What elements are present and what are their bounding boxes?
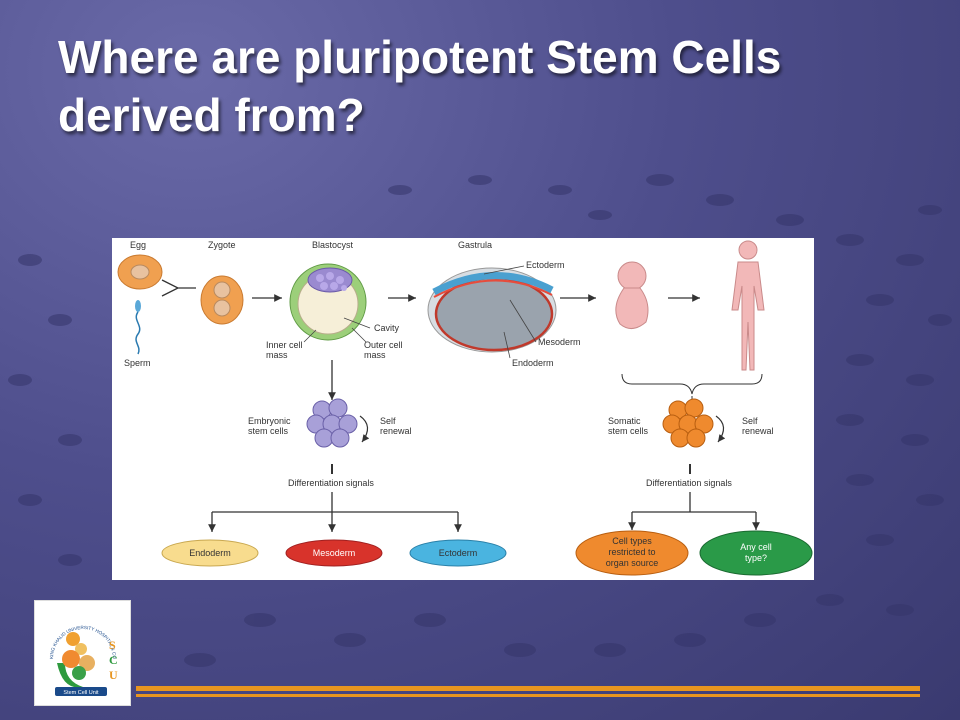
label-endoderm-layer: Endoderm [512, 358, 554, 368]
outcome-mesoderm: Mesoderm [285, 539, 383, 567]
outcome-any-1: Any cell [740, 542, 772, 552]
stem-cell-unit-logo: KING KHALID UNIVERSITY HOSPITAL & COLLEG… [33, 597, 131, 706]
fetus-illustration [615, 261, 649, 329]
logo-letter-s: S [109, 638, 116, 652]
outcome-restricted-1: Cell types [612, 536, 652, 546]
outcome-restricted-cell-types: Cell types restricted to organ source [575, 530, 689, 576]
label-cavity: Cavity [374, 323, 400, 333]
sperm-cell [135, 300, 141, 355]
label-ectoderm-layer: Ectoderm [526, 260, 565, 270]
outcome-endoderm: Endoderm [161, 539, 259, 567]
label-egg: Egg [130, 240, 146, 250]
outcome-restricted-2: restricted to [608, 547, 655, 557]
label-diff-signals-right: Differentiation signals [646, 478, 732, 488]
logo-letter-u: U [109, 668, 118, 682]
label-self-renewal-left-1: Self [380, 416, 396, 426]
stem-cell-origin-diagram: Egg Zygote Blastocyst Gastrula Sperm [112, 238, 814, 580]
fusion-arrow [161, 279, 196, 297]
self-renewal-arrow-left [359, 415, 370, 443]
outcome-any-2: type? [745, 553, 767, 563]
label-esc-2: stem cells [248, 426, 289, 436]
footer-divider-bottom [136, 694, 920, 697]
diagram-canvas: Egg Zygote Blastocyst Gastrula Sperm [117, 240, 813, 576]
embryonic-stem-cell-cluster [306, 398, 358, 448]
outcome-ectoderm-label: Ectoderm [439, 548, 478, 558]
label-somatic-1: Somatic [608, 416, 641, 426]
label-mesoderm-layer: Mesoderm [538, 337, 581, 347]
outcome-endoderm-label: Endoderm [189, 548, 231, 558]
outcome-mesoderm-label: Mesoderm [313, 548, 356, 558]
logo-unit-name: Stem Cell Unit [63, 690, 99, 696]
label-blastocyst: Blastocyst [312, 240, 354, 250]
slide-title: Where are pluripotent Stem Cells derived… [58, 31, 782, 141]
label-self-renewal-right-1: Self [742, 416, 758, 426]
adult-human-illustration [731, 240, 765, 371]
outcome-restricted-3: organ source [606, 558, 659, 568]
brace-somatic-origin [621, 373, 763, 395]
label-outer-cell-mass-1: Outer cell [364, 340, 403, 350]
label-self-renewal-right-2: renewal [742, 426, 774, 436]
somatic-stem-cell-cluster [662, 398, 714, 448]
label-sperm: Sperm [124, 358, 151, 368]
label-inner-cell-mass-2: mass [266, 350, 288, 360]
footer-divider-top [136, 686, 920, 691]
label-diff-signals-left: Differentiation signals [288, 478, 374, 488]
outcome-any-cell-type: Any cell type? [699, 530, 813, 576]
label-gastrula: Gastrula [458, 240, 492, 250]
label-esc-1: Embryonic [248, 416, 291, 426]
label-somatic-2: stem cells [608, 426, 649, 436]
logo-letter-c: C [109, 653, 118, 667]
outcome-ectoderm: Ectoderm [409, 539, 507, 567]
logo-graphic: KING KHALID UNIVERSITY HOSPITAL & COLLEG… [33, 597, 118, 696]
gastrula [427, 267, 557, 353]
zygote-cell [200, 275, 244, 325]
label-inner-cell-mass-1: Inner cell [266, 340, 303, 350]
label-outer-cell-mass-2: mass [364, 350, 386, 360]
label-zygote: Zygote [208, 240, 236, 250]
egg-cell [117, 254, 163, 290]
label-self-renewal-left-2: renewal [380, 426, 412, 436]
self-renewal-arrow-right [715, 415, 726, 443]
blastocyst [289, 263, 367, 341]
